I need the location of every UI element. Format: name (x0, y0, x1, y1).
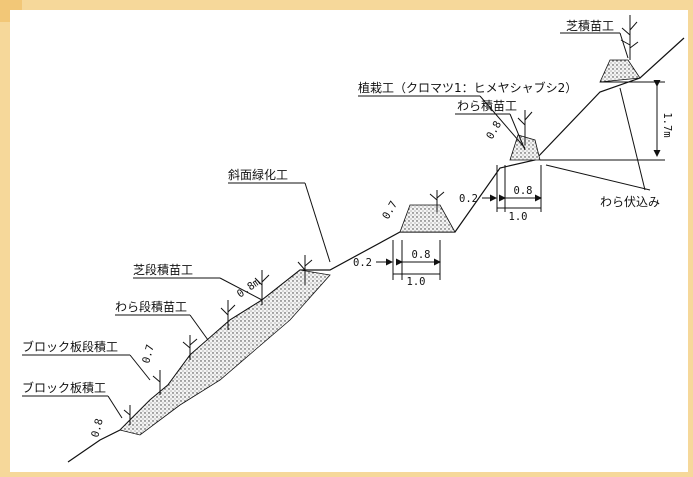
label-block-zumi: ブロック板積工 (22, 380, 106, 395)
dim-0-8-upper-width: 0.8 (514, 185, 533, 197)
diagram-panel (10, 10, 688, 472)
leader-lines (22, 32, 651, 419)
middle-bench-dimensions (376, 240, 441, 280)
label-wara-bushikomi: わら伏込み (600, 195, 660, 209)
dim-0-7-left: 0.7 (140, 343, 157, 364)
height-dimension-1-7m (540, 80, 665, 161)
label-wara-dan-zumi: わら段積苗工 (115, 299, 187, 314)
dim-0-8-bottom: 0.8 (89, 417, 106, 438)
dim-0-8-mid: 0.8 (412, 249, 431, 261)
upper-bench-dimensions (482, 165, 542, 212)
dim-0-2-upper: 0.2 (459, 193, 478, 205)
dim-1-7m: 1.7m (661, 112, 673, 137)
label-block-dan-zumi: ブロック板段積工 (22, 339, 118, 354)
dim-0-7-mid: 0.7 (380, 199, 400, 221)
label-shamen-ryokka: 斜面緑化工 (228, 167, 288, 182)
lower-slope-soil (119, 269, 331, 436)
label-shokusai: 植栽工（クロマツ1：ヒメヤシャブシ2） (358, 80, 577, 95)
label-shiba-zumi-naeko: 芝積苗工 (566, 18, 614, 33)
label-shiba-dan-zumi: 芝段積苗工 (133, 262, 193, 277)
dim-0-2-mid: 0.2 (353, 257, 372, 269)
dim-0-8-upper: 0.8 (484, 119, 504, 141)
middle-bench-soil (399, 204, 456, 233)
dim-1-0-mid: 1.0 (407, 276, 426, 288)
tree-planting-marks (123, 15, 639, 425)
top-bench-soil (599, 59, 641, 83)
dim-1-0-upper: 1.0 (509, 211, 528, 223)
label-wara-zumi-naeko: わら積苗工 (457, 98, 517, 113)
